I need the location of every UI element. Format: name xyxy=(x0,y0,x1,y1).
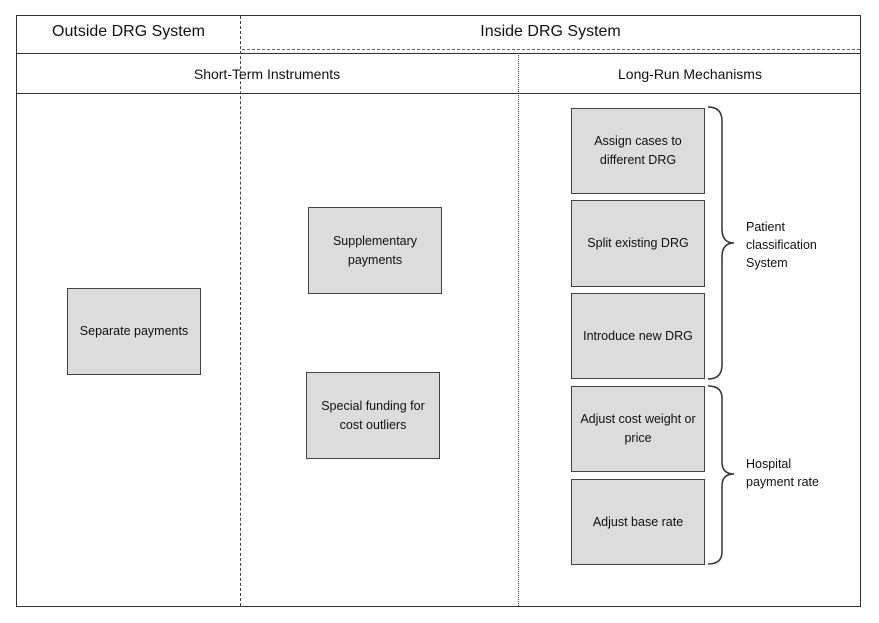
column-divider-outside-inside xyxy=(240,16,241,606)
column-divider-short-long xyxy=(518,55,519,606)
header-divider-dashed xyxy=(242,49,860,50)
hospital-payment-rate-label: Hospital payment rate xyxy=(746,457,819,490)
adjust-cost-weight-box: Adjust cost weight or price xyxy=(571,386,705,472)
diagram-frame xyxy=(16,15,861,607)
adjust-base-rate-box: Adjust base rate xyxy=(571,479,705,565)
header-outside-drg: Outside DRG System xyxy=(52,23,205,40)
header-divider-line xyxy=(16,53,242,54)
special-funding-box: Special funding for cost outliers xyxy=(306,372,440,459)
split-existing-drg-box: Split existing DRG xyxy=(571,200,705,287)
hospital-payment-brace xyxy=(707,385,735,565)
supplementary-payments-box: Supplementary payments xyxy=(308,207,442,294)
header-long-run-mechanisms: Long-Run Mechanisms xyxy=(618,66,762,82)
header-short-term-instruments: Short-Term Instruments xyxy=(193,66,341,82)
introduce-new-drg-box: Introduce new DRG xyxy=(571,293,705,379)
patient-classification-label: Patient classification System xyxy=(746,220,817,271)
header-divider-line-inside xyxy=(242,53,860,54)
separate-payments-box: Separate payments xyxy=(67,288,201,375)
patient-classification-brace xyxy=(707,106,735,380)
header-inside-drg: Inside DRG System xyxy=(480,23,621,40)
subheader-divider-line xyxy=(16,93,861,94)
assign-cases-box: Assign cases to different DRG xyxy=(571,108,705,194)
